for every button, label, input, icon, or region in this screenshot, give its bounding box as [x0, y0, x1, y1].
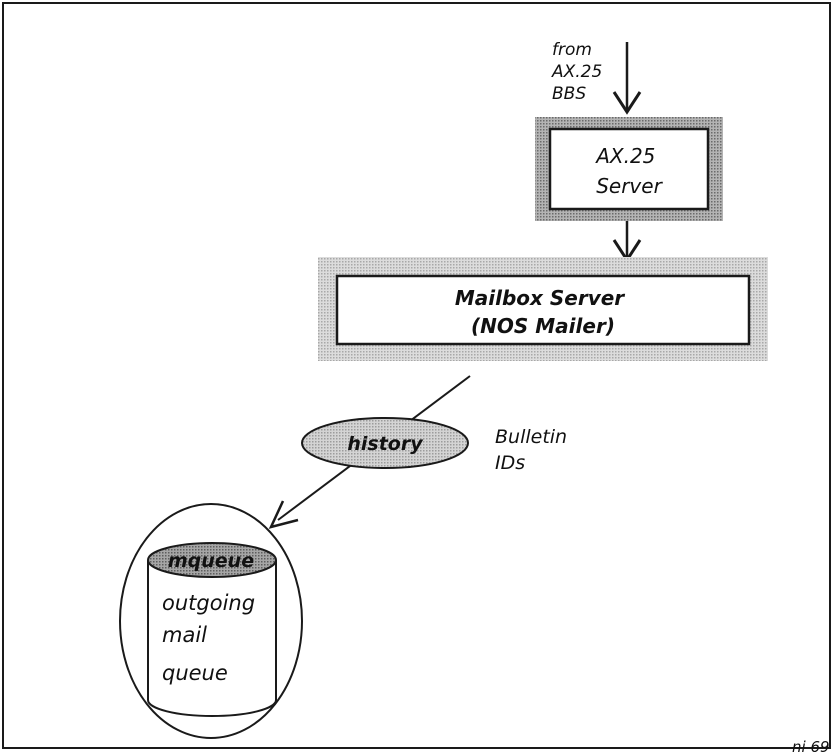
- ax25-server-box: AX.25 Server: [535, 117, 723, 221]
- source-label: from AX.25 BBS: [551, 40, 608, 104]
- history-note: Bulletin IDs: [495, 426, 573, 474]
- connector-arrowhead: [268, 500, 299, 529]
- mqueue-label: mqueue: [168, 550, 254, 572]
- mqueue-store: mqueue outgoing mail queue: [119, 503, 303, 739]
- arrow-into-ax25: [612, 42, 642, 115]
- history-label: history: [347, 433, 424, 455]
- history-database: history: [301, 417, 469, 469]
- figure-id: ni 69: [792, 738, 830, 755]
- arrow-ax25-to-mailbox: [612, 221, 642, 263]
- ax25-server-label: AX.25 Server: [594, 144, 663, 198]
- mqueue-description: outgoing mail queue: [162, 591, 262, 685]
- mailbox-server-label: Mailbox Server (NOS Mailer): [455, 286, 631, 338]
- mailbox-server-box: Mailbox Server (NOS Mailer): [318, 257, 768, 361]
